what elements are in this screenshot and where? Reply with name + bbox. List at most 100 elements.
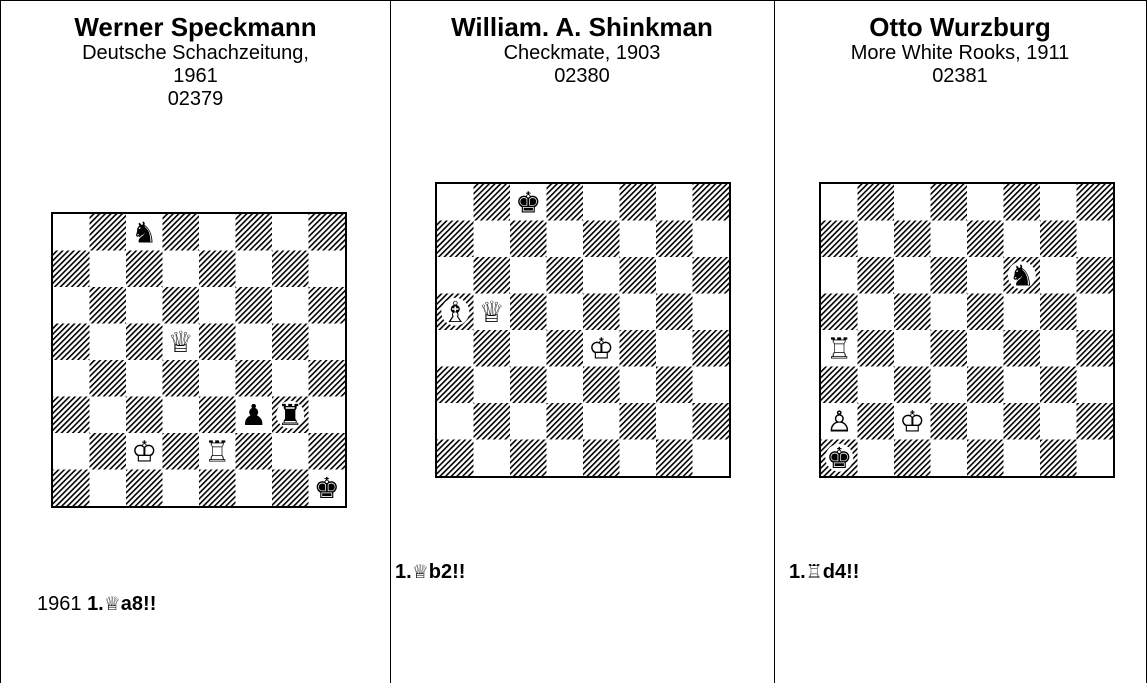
dark-square [1040, 367, 1077, 404]
author-name: William. A. Shinkman [390, 12, 774, 42]
dark-square [163, 433, 200, 470]
white-king-icon: ♔ [131, 434, 157, 468]
dark-square [309, 360, 346, 397]
dark-square [163, 214, 200, 251]
source-year: 1961 [1, 65, 390, 88]
dark-square [583, 440, 620, 477]
dark-square [656, 294, 693, 331]
dark-square [199, 251, 236, 288]
black-knight-icon: ♞ [1009, 258, 1035, 292]
dark-square [53, 324, 90, 361]
problem-number: 02380 [390, 65, 774, 88]
dark-square [1077, 330, 1114, 367]
dark-square [620, 257, 657, 294]
dark-square [1040, 440, 1077, 477]
chess-board: ♚♗♕♔ [435, 182, 731, 478]
dark-square [858, 330, 895, 367]
author-name: Otto Wurzburg [774, 12, 1146, 42]
dark-square [858, 403, 895, 440]
dark-square [510, 367, 547, 404]
dark-square [931, 184, 968, 221]
dark-square [236, 214, 273, 251]
dark-square [547, 403, 584, 440]
board-svg: ♞♖♙♔♚ [821, 184, 1113, 476]
dark-square [510, 294, 547, 331]
dark-square [620, 184, 657, 221]
dark-square [894, 367, 931, 404]
dark-square [583, 367, 620, 404]
dark-square [1077, 403, 1114, 440]
white-queen-icon: ♕ [412, 561, 429, 583]
dark-square [931, 403, 968, 440]
dark-square [126, 470, 163, 507]
solution-text: 1961 1.♕a8!! [37, 592, 156, 616]
dark-square [693, 184, 730, 221]
dark-square [931, 330, 968, 367]
white-rook-icon: ♖ [204, 434, 230, 468]
dark-square [309, 287, 346, 324]
dark-square [126, 397, 163, 434]
white-pawn-icon: ♙ [826, 404, 852, 438]
white-queen-icon: ♕ [168, 325, 194, 359]
dark-square [583, 294, 620, 331]
problem-number: 02379 [1, 88, 390, 111]
dark-square [967, 294, 1004, 331]
dark-square [821, 294, 858, 331]
dark-square [474, 184, 511, 221]
solution-text: 1.♕b2!! [395, 560, 465, 584]
dark-square [656, 367, 693, 404]
dark-square [437, 221, 474, 258]
dark-square [90, 433, 127, 470]
source-line: Deutsche Schachzeitung, [1, 42, 390, 65]
source-line: Checkmate, 1903 [390, 42, 774, 65]
white-king-icon: ♔ [588, 331, 614, 365]
dark-square [656, 221, 693, 258]
problem-header: Otto Wurzburg More White Rooks, 1911 023… [774, 12, 1146, 88]
black-knight-icon: ♞ [131, 215, 157, 249]
dark-square [693, 403, 730, 440]
dark-square [693, 330, 730, 367]
dark-square [547, 330, 584, 367]
dark-square [858, 257, 895, 294]
dark-square [272, 251, 309, 288]
dark-square [967, 367, 1004, 404]
dark-square [199, 324, 236, 361]
board-svg: ♚♗♕♔ [437, 184, 729, 476]
dark-square [199, 397, 236, 434]
dark-square [547, 257, 584, 294]
dark-square [620, 330, 657, 367]
chess-board: ♞♕♟♜♔♖♚ [51, 212, 347, 508]
dark-square [53, 470, 90, 507]
problem-number: 02381 [774, 65, 1146, 88]
dark-square [309, 214, 346, 251]
problem-header: Werner Speckmann Deutsche Schachzeitung,… [1, 12, 390, 111]
black-king-icon: ♚ [826, 441, 852, 475]
black-king-icon: ♚ [314, 471, 340, 505]
solution-move: d4!! [823, 561, 860, 583]
black-king-icon: ♚ [515, 185, 541, 219]
problem-cell-02379: Werner Speckmann Deutsche Schachzeitung,… [0, 0, 391, 683]
dark-square [821, 367, 858, 404]
chess-board: ♞♖♙♔♚ [819, 182, 1115, 478]
dark-square [126, 324, 163, 361]
dark-square [272, 324, 309, 361]
dark-square [821, 221, 858, 258]
dark-square [163, 287, 200, 324]
solution-text: 1.♖d4!! [789, 560, 859, 584]
dark-square [894, 221, 931, 258]
dark-square [894, 294, 931, 331]
dark-square [126, 251, 163, 288]
dark-square [437, 440, 474, 477]
dark-square [967, 440, 1004, 477]
dark-square [53, 251, 90, 288]
dark-square [163, 360, 200, 397]
problem-header: William. A. Shinkman Checkmate, 1903 023… [390, 12, 774, 88]
dark-square [858, 184, 895, 221]
dark-square [1004, 330, 1041, 367]
dark-square [1004, 184, 1041, 221]
dark-square [309, 433, 346, 470]
solution-prefix: 1961 [37, 593, 82, 615]
dark-square [894, 440, 931, 477]
dark-square [1077, 184, 1114, 221]
